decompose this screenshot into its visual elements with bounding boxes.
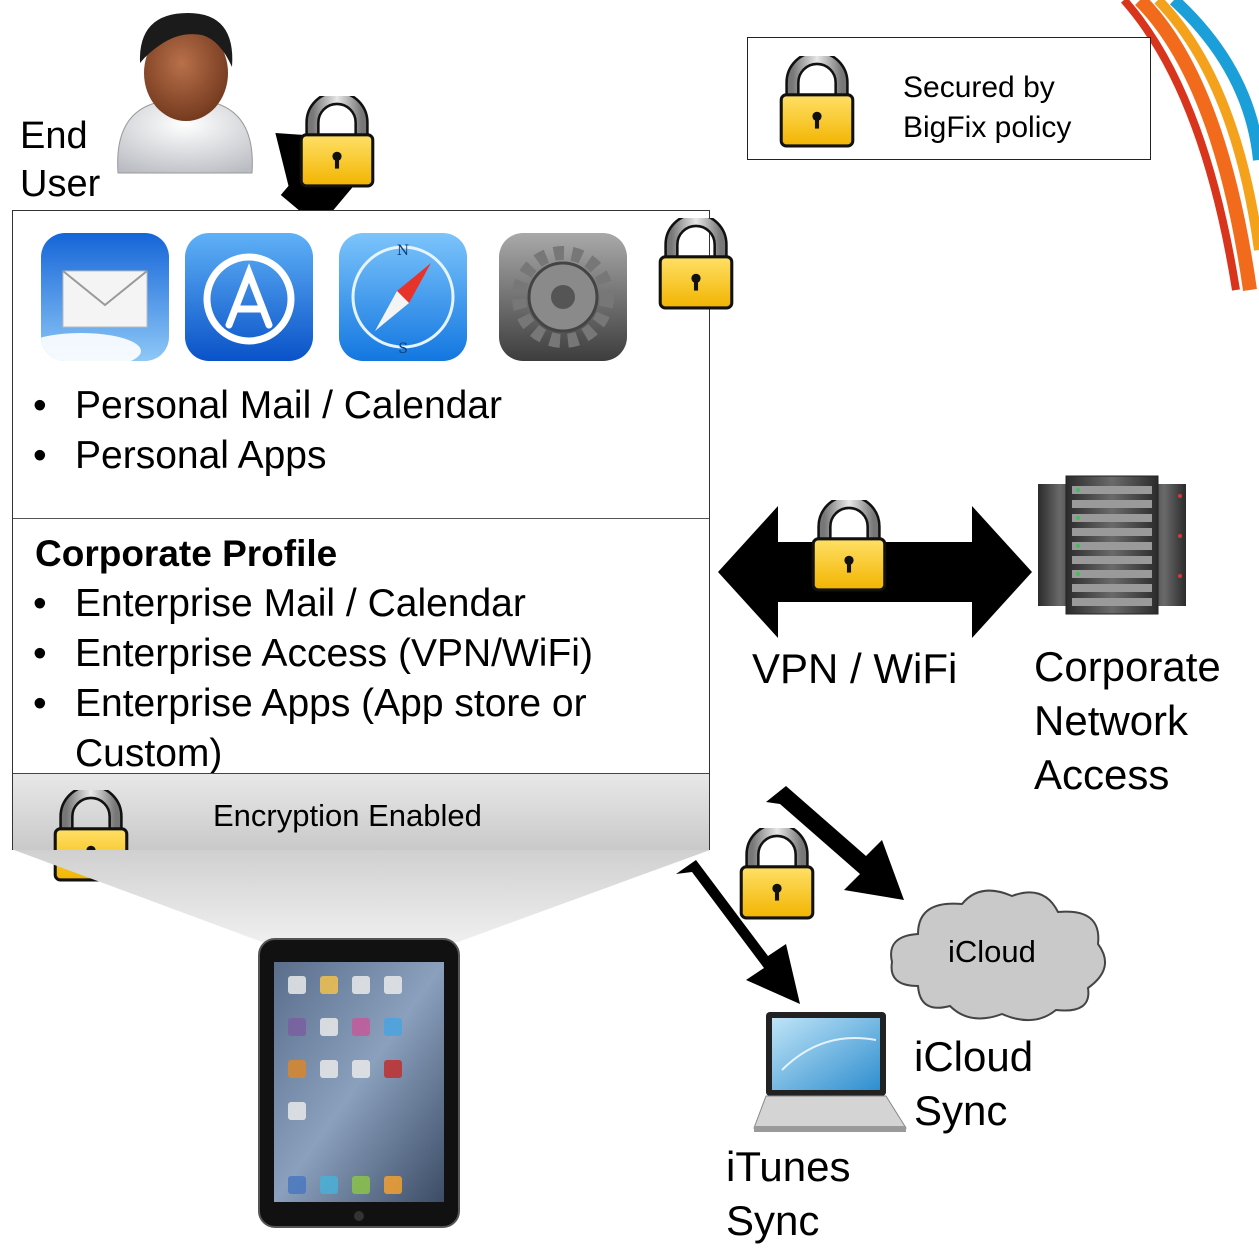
encryption-label: Encryption Enabled <box>213 798 482 833</box>
list-item: Personal Mail / Calendar <box>13 381 703 431</box>
mail-app-icon[interactable] <box>41 233 169 361</box>
list-item: Enterprise Apps (App store or Custom) <box>13 679 703 779</box>
lock-icon <box>657 218 735 310</box>
network-label: Corporate Network Access <box>1034 640 1221 802</box>
itunes-sync-line-1: iTunes <box>726 1143 851 1190</box>
encryption-band: Encryption Enabled <box>13 773 709 850</box>
cloud-icon <box>890 889 1107 1021</box>
svg-text:N: N <box>397 243 409 259</box>
itunes-sync-arrow <box>676 860 800 1004</box>
icloud-sync-arrow <box>766 786 904 900</box>
end-user-line-2: User <box>20 163 101 205</box>
list-item: Enterprise Access (VPN/WiFi) <box>13 629 703 679</box>
list-item: Personal Apps <box>13 431 703 481</box>
corner-stripes <box>1121 0 1259 291</box>
lock-icon <box>778 56 856 148</box>
lock-icon <box>810 500 888 592</box>
network-line-3: Access <box>1034 751 1170 798</box>
lock-icon <box>298 96 376 188</box>
app-store-icon[interactable] <box>185 233 313 361</box>
zoom-cone <box>14 850 710 942</box>
laptop-icon <box>753 1012 907 1132</box>
end-user-line-1: End <box>20 115 88 157</box>
list-item: Enterprise Mail / Calendar <box>13 579 703 629</box>
legend-line-2: BigFix policy <box>903 111 1072 144</box>
tablet-icon <box>258 938 460 1228</box>
svg-text:S: S <box>398 341 408 357</box>
vpn-label: VPN / WiFi <box>752 645 958 692</box>
user-avatar-icon <box>117 13 253 174</box>
device-profile-panel: N S Personal Mail / Calendar Personal Ap… <box>12 210 710 850</box>
legend: Secured by BigFix policy <box>747 37 1151 160</box>
end-user-label: End User <box>20 112 100 208</box>
personal-list: Personal Mail / Calendar Personal Apps <box>13 381 703 481</box>
lock-icon <box>738 828 816 920</box>
profile-divider <box>13 518 709 519</box>
cloud-label: iCloud <box>948 934 1036 969</box>
corporate-profile-title: Corporate Profile <box>35 533 338 574</box>
icloud-sync-label: iCloud Sync <box>914 1030 1033 1138</box>
settings-icon[interactable] <box>499 233 627 361</box>
safari-icon[interactable]: N S <box>339 233 467 361</box>
legend-text: Secured by BigFix policy <box>903 68 1071 148</box>
itunes-sync-line-2: Sync <box>726 1197 820 1244</box>
icloud-sync-line-1: iCloud <box>914 1033 1034 1080</box>
network-line-1: Corporate <box>1034 643 1221 690</box>
legend-line-1: Secured by <box>903 71 1055 104</box>
network-line-2: Network <box>1034 697 1189 744</box>
itunes-sync-label: iTunes Sync <box>726 1140 851 1248</box>
corporate-list: Enterprise Mail / Calendar Enterprise Ac… <box>13 579 703 779</box>
icloud-sync-line-2: Sync <box>914 1087 1008 1134</box>
server-rack-icon <box>1038 475 1186 615</box>
